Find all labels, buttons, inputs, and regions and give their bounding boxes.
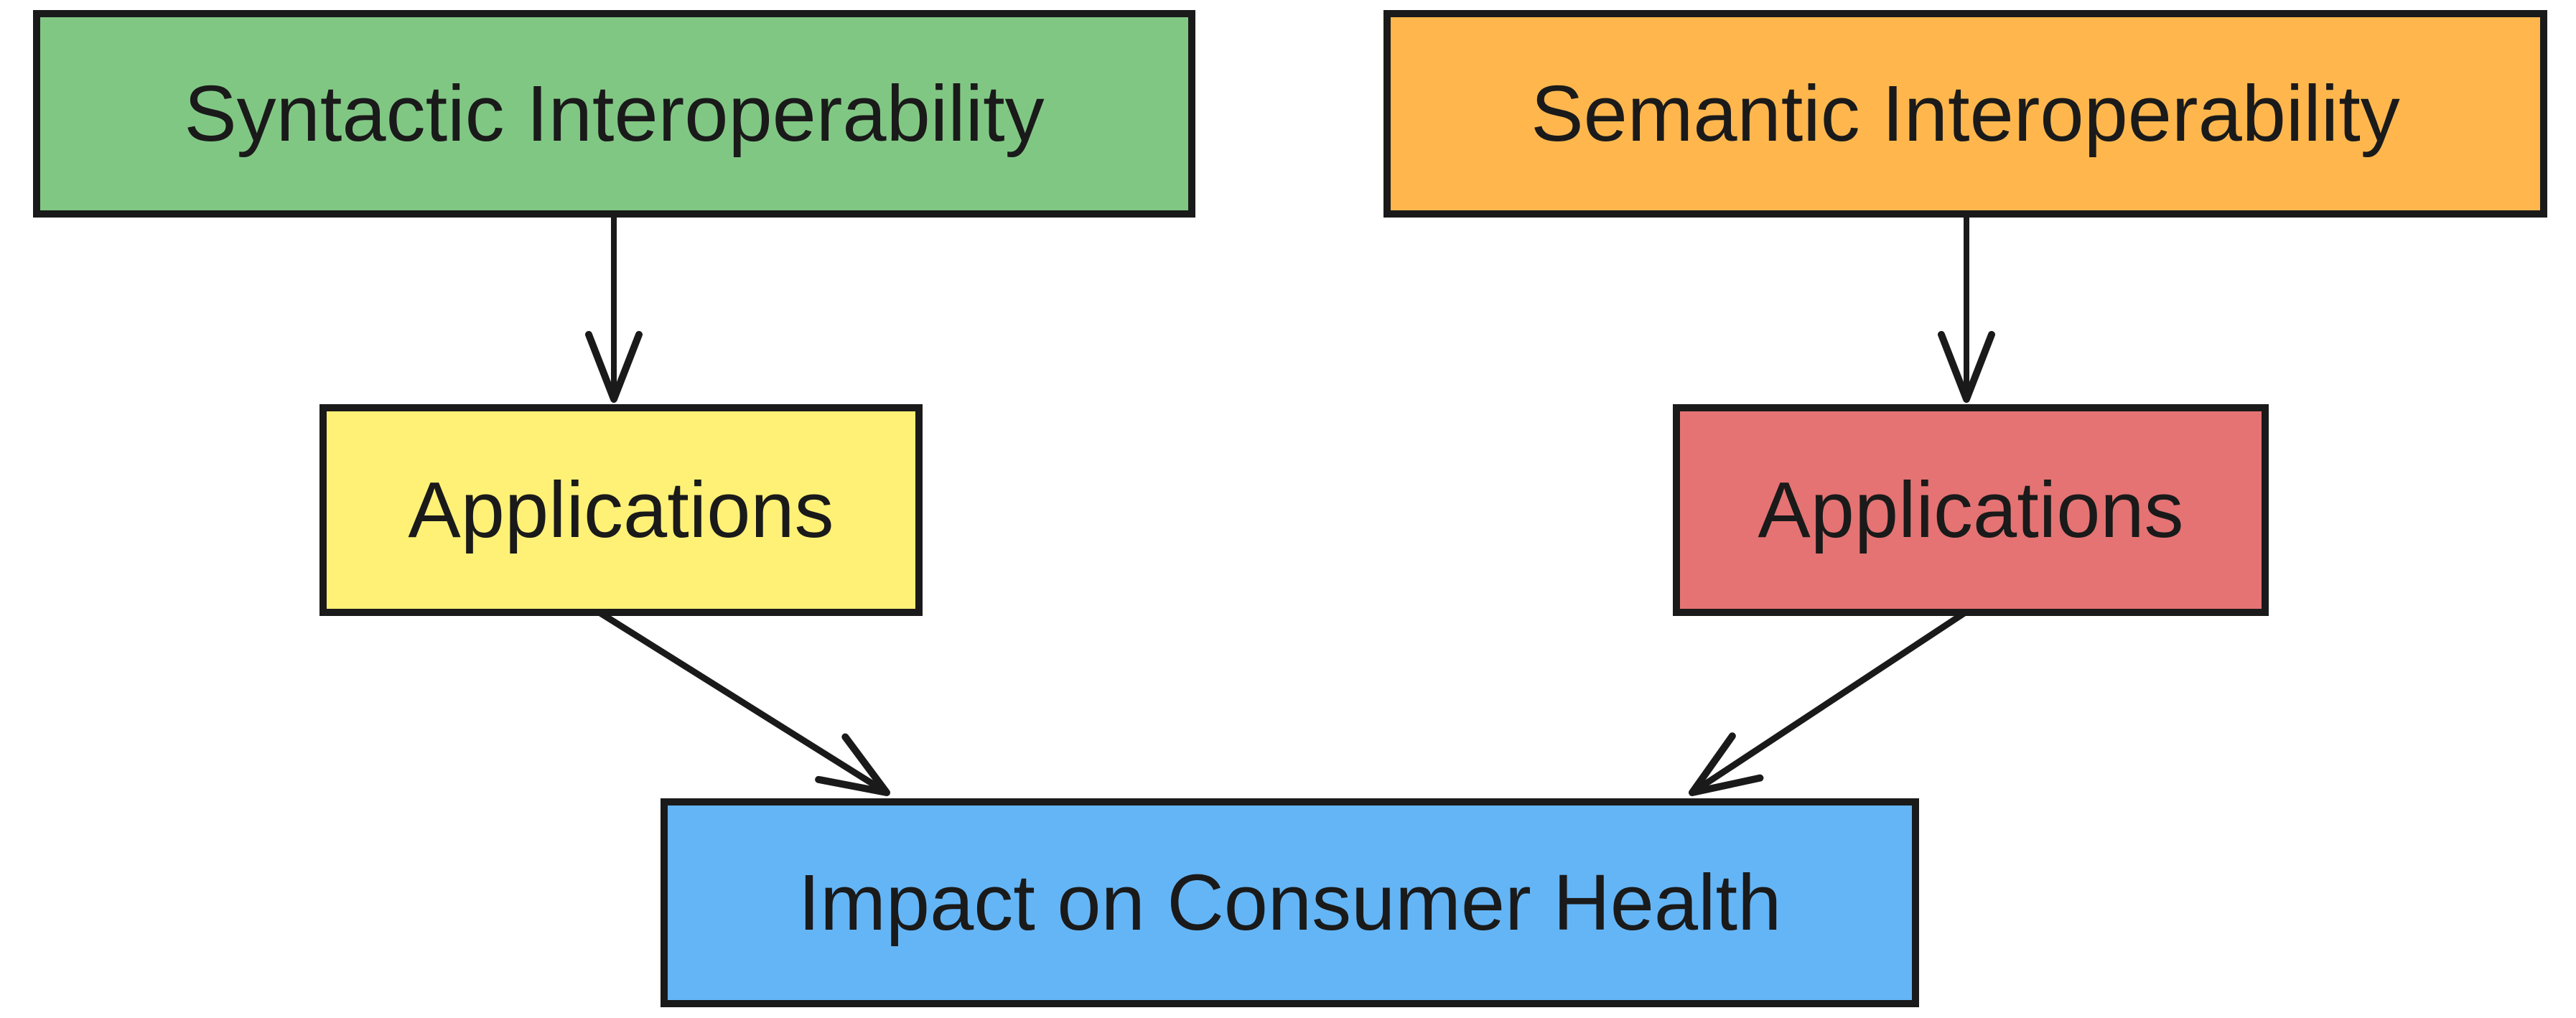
node-applications-left: Applications	[319, 404, 923, 616]
node-impact-on-consumer-health-label: Impact on Consumer Health	[798, 859, 1782, 947]
node-syntactic-interoperability: Syntactic Interoperability	[33, 10, 1195, 218]
node-syntactic-interoperability-label: Syntactic Interoperability	[184, 70, 1045, 158]
node-impact-on-consumer-health: Impact on Consumer Health	[661, 798, 1919, 1007]
node-applications-right-label: Applications	[1758, 466, 2184, 554]
node-applications-right: Applications	[1673, 404, 2269, 616]
edge-applications-right-to-impact	[1689, 609, 1969, 796]
node-applications-left-label: Applications	[408, 466, 834, 554]
node-semantic-interoperability-label: Semantic Interoperability	[1531, 70, 2400, 158]
edge-applications-left-to-impact	[596, 609, 890, 796]
node-semantic-interoperability: Semantic Interoperability	[1383, 10, 2547, 218]
